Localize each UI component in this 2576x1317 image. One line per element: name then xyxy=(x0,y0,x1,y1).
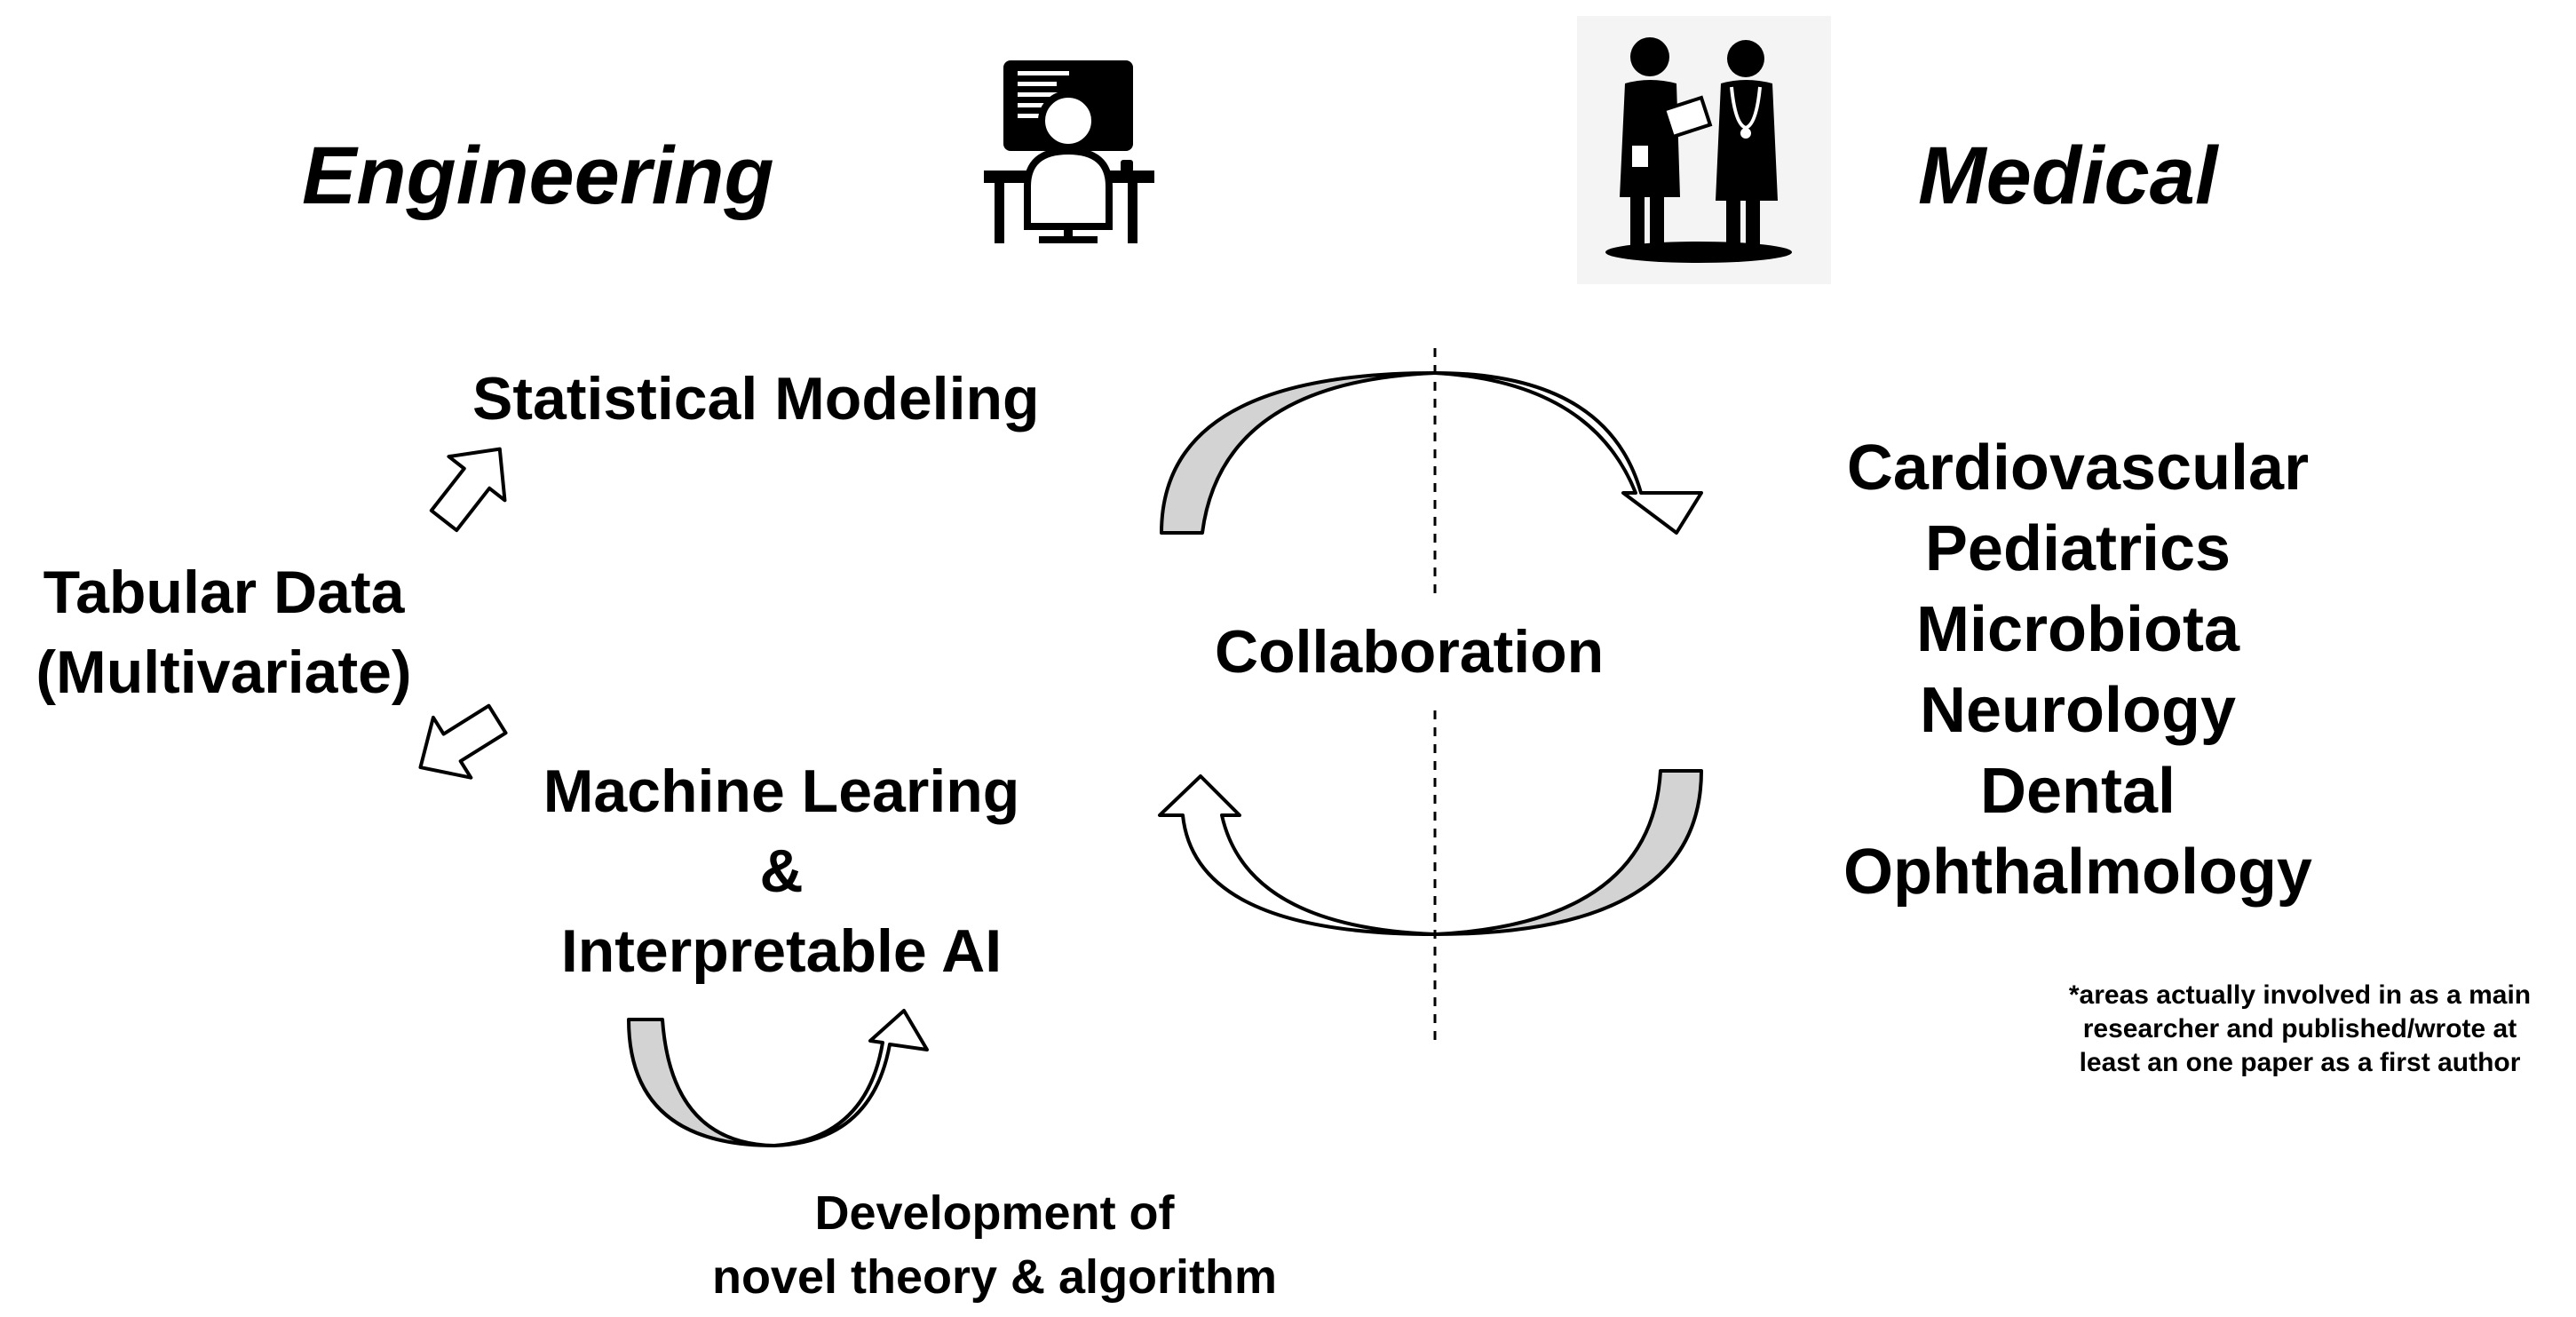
machine-learning-line-2: & xyxy=(759,837,804,905)
cycle-arrow-bottom-head xyxy=(1158,774,1437,936)
development-line-1: Development of xyxy=(814,1186,1175,1240)
tabular-data-line-1: Tabular Data xyxy=(43,559,405,626)
cycle-arrow-top-head xyxy=(1433,371,1703,535)
doctors-icon xyxy=(1577,16,1831,284)
arrow-to-machine-learning xyxy=(418,703,508,780)
collaboration-label: Collaboration xyxy=(1215,618,1605,686)
arrow-to-statistical-modeling xyxy=(429,447,507,533)
development-label: Development of novel theory & algorithm xyxy=(675,1181,1314,1309)
engineering-heading: Engineering xyxy=(302,131,774,221)
development-line-2: novel theory & algorithm xyxy=(711,1250,1278,1304)
development-loop-band xyxy=(627,1018,776,1147)
development-loop-head xyxy=(773,1009,929,1147)
statistical-modeling-label: Statistical Modeling xyxy=(472,365,1040,432)
footnote-line-3: least an one paper as a first author xyxy=(2079,1048,2521,1077)
medical-field-microbiota: Microbiota xyxy=(1915,594,2239,665)
machine-learning-line-1: Machine Learing xyxy=(543,758,1020,825)
computer-user-icon xyxy=(984,60,1154,243)
medical-field-ophthalmology: Ophthalmology xyxy=(1843,837,2312,908)
tabular-data-line-2: (Multivariate) xyxy=(36,639,412,706)
medical-field-pediatrics: Pediatrics xyxy=(1924,513,2231,584)
cycle-arrow-top-band xyxy=(1160,371,1437,535)
machine-learning-line-3: Interpretable AI xyxy=(560,917,1003,985)
footnote: *areas actually involved in as a main re… xyxy=(2033,979,2566,1080)
footnote-line-1: *areas actually involved in as a main xyxy=(2068,980,2532,1010)
footnote-line-2: researcher and published/wrote at xyxy=(2082,1014,2517,1043)
medical-heading: Medical xyxy=(1918,131,2218,221)
machine-learning-label: Machine Learing & Interpretable AI xyxy=(506,751,1057,991)
medical-field-dental: Dental xyxy=(1979,756,2176,827)
medical-fields-list: Cardiovascular Pediatrics Microbiota Neu… xyxy=(1803,428,2353,913)
medical-field-neurology: Neurology xyxy=(1919,675,2237,746)
tabular-data-label: Tabular Data (Multivariate) xyxy=(11,552,437,712)
cycle-arrow-bottom-band xyxy=(1433,769,1703,936)
medical-field-cardiovascular: Cardiovascular xyxy=(1846,432,2310,504)
